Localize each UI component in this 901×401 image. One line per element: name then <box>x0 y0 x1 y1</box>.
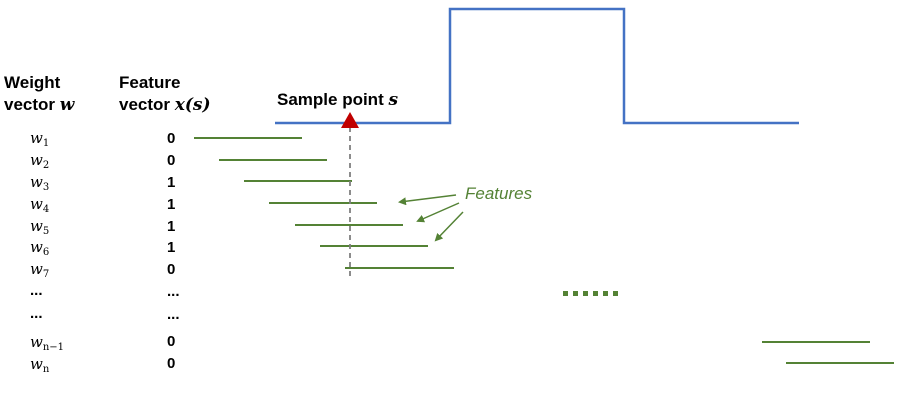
weight-subscript: 3 <box>42 182 50 193</box>
weight-symbol-text: w <box>30 333 43 351</box>
weight-header-line1: Weight <box>4 73 61 92</box>
feature-arrow-3 <box>434 211 464 242</box>
feature-symbol: x(s) <box>174 95 211 115</box>
weight-symbol-text: w <box>30 195 43 213</box>
weight-vector-header: Weight vector w <box>4 72 74 116</box>
weight-symbol-text: w <box>30 355 43 373</box>
feature-segments <box>194 137 894 364</box>
feature-arrows <box>398 194 464 242</box>
feature-arrow-1 <box>398 194 457 206</box>
weight-symbol-text: w <box>30 260 43 278</box>
weight-symbol-text: w <box>30 238 43 256</box>
sample-symbol: s <box>388 90 399 110</box>
weight-subscript: 1 <box>42 138 50 149</box>
features-label: Features <box>465 184 533 203</box>
weight-label-7: w7 <box>30 258 110 280</box>
feature-value-n-minus-1: 0 <box>167 333 176 350</box>
weight-subscript: 5 <box>42 226 50 237</box>
weight-header-line2: vector <box>4 95 60 114</box>
weight-subscript: 7 <box>42 269 50 280</box>
weight-label-ellipsis-1: ... <box>30 280 110 302</box>
feature-value-ellipsis-2: ... <box>167 306 180 323</box>
weight-label-2: w2 <box>30 149 110 171</box>
weight-ellipsis-text: ... <box>30 282 43 299</box>
weight-subscript: n <box>42 364 50 375</box>
weight-label-n-minus-1: wn−1 <box>30 331 110 353</box>
feature-vector-header: Feature vector x(s) <box>119 72 211 116</box>
feature-value-1: 0 <box>167 130 176 147</box>
feature-value-n: 0 <box>167 355 176 372</box>
feature-value-7: 0 <box>167 261 176 278</box>
sample-point-marker <box>341 112 359 128</box>
weight-ellipsis-text: ... <box>30 305 43 322</box>
feature-value-6: 1 <box>167 239 176 256</box>
weight-label-6: w6 <box>30 236 110 258</box>
weight-symbol: w <box>59 95 75 115</box>
weight-label-ellipsis-2: ... <box>30 303 110 325</box>
weight-subscript: 4 <box>42 204 50 215</box>
feature-value-2: 0 <box>167 152 176 169</box>
weight-subscript: 2 <box>42 160 50 171</box>
weight-label-3: w3 <box>30 171 110 193</box>
weight-header-line2-row: vector w <box>4 94 74 116</box>
weight-symbol-text: w <box>30 129 43 147</box>
sample-point-label: Sample point s <box>277 89 398 111</box>
weight-label-1: w1 <box>30 127 110 149</box>
feature-header-line1: Feature <box>119 73 181 92</box>
feature-value-3: 1 <box>167 174 176 191</box>
feature-value-ellipsis-1: ... <box>167 283 180 300</box>
feature-value-4: 1 <box>167 196 176 213</box>
feature-arrow-2 <box>416 202 460 223</box>
continuation-dots <box>563 291 618 296</box>
feature-value-5: 1 <box>167 218 176 235</box>
feature-header-line2: vector <box>119 95 175 114</box>
weight-symbol-text: w <box>30 151 43 169</box>
signal-step-line <box>275 7 799 125</box>
feature-header-line2-row: vector x(s) <box>119 94 211 116</box>
weight-label-5: w5 <box>30 215 110 237</box>
weight-subscript: 6 <box>42 247 50 258</box>
sample-point-text: Sample point <box>277 90 389 109</box>
weight-subscript: n−1 <box>42 342 65 353</box>
weight-label-4: w4 <box>30 193 110 215</box>
weight-symbol-text: w <box>30 217 43 235</box>
weight-label-n: wn <box>30 353 110 375</box>
weight-symbol-text: w <box>30 173 43 191</box>
